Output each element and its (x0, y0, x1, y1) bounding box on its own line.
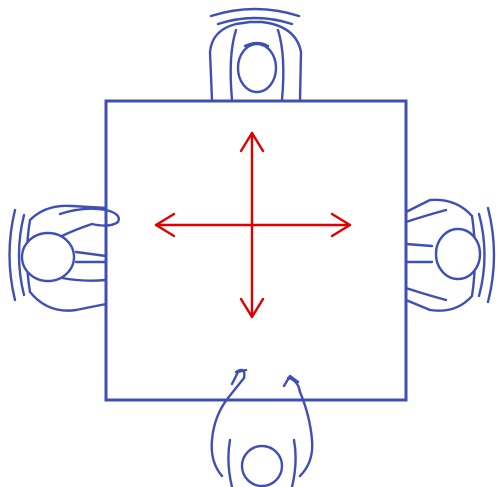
chair-back-left (10, 210, 16, 300)
chair-back-top (211, 9, 299, 16)
chair-back-right (488, 208, 494, 302)
arm-left-top (231, 30, 236, 100)
arm-upper-right (406, 210, 446, 222)
person-right (406, 200, 494, 311)
head-bottom (242, 446, 282, 486)
head-top (238, 44, 276, 92)
person-left (10, 206, 119, 311)
person-top (210, 9, 301, 100)
arm-lower-left (62, 278, 106, 281)
square-table (106, 101, 406, 400)
hand-left (76, 252, 106, 262)
head-right (436, 229, 480, 279)
hand-right (406, 244, 432, 262)
arm-right-top (278, 30, 283, 100)
arm-lower-right (406, 288, 446, 300)
head-left (22, 233, 74, 281)
